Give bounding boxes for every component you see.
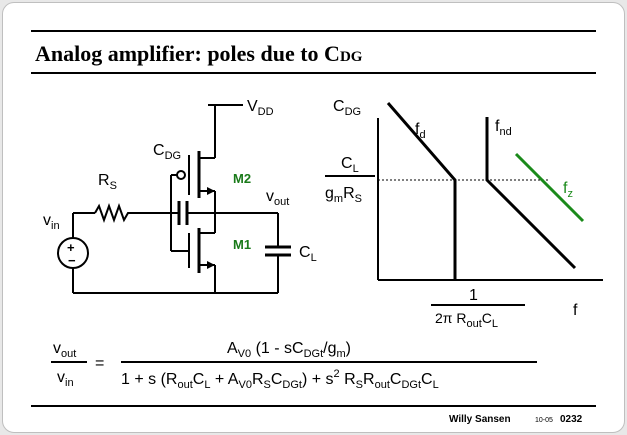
formula-numerator: AV0 (1 - sCDGt/gm)	[227, 340, 351, 360]
fd-label: fd	[415, 121, 426, 141]
vin-label: vin	[43, 212, 60, 232]
level-denominator: gmRS	[325, 185, 362, 205]
rs-label: RS	[98, 172, 117, 192]
nmos-transistor-m1	[188, 228, 215, 273]
formula-lhs-denominator: vin	[57, 369, 74, 389]
slide-canvas: Analog amplifier: poles due to CDG VDD C…	[31, 30, 603, 425]
m1-label: M1	[233, 237, 251, 252]
pmos-transistor-m2	[176, 151, 215, 198]
formula-denominator: 1 + s (RoutCL + AV0RSCDGt) + s2 RSRoutCD…	[121, 368, 439, 391]
level-numerator: CL	[341, 155, 359, 175]
fz-label: fz	[563, 180, 573, 200]
plot-x-axis-label: f	[573, 302, 578, 319]
footer-slide-number: 0232	[560, 414, 583, 425]
transfer-function: vout vin = AV0 (1 - sCDGt/gm) 1 + s (Rou…	[51, 340, 537, 391]
pole-numerator: 1	[469, 287, 478, 304]
fnd-label: fnd	[495, 118, 512, 138]
formula-equals: =	[95, 355, 104, 372]
circuit: VDD CDG M2 vout M1	[43, 98, 317, 294]
fnd-curve	[485, 117, 577, 270]
footer-author: Willy Sansen	[449, 414, 511, 425]
m2-arrow-icon	[207, 187, 215, 195]
formula-lhs-numerator: vout	[53, 340, 76, 360]
cl-label: CL	[299, 244, 317, 264]
pole-denominator: 2π RoutCL	[435, 310, 498, 330]
source-minus: −	[68, 253, 76, 268]
footer-date: 10-05	[535, 417, 553, 424]
cdg-label: CDG	[153, 142, 181, 162]
m1-arrow-icon	[207, 261, 215, 269]
fz-curve	[514, 152, 585, 223]
frequency-plot: CDG f fd fnd fz CL gmRS 1 2π RoutCL	[325, 98, 603, 330]
plot-y-axis-label: CDG	[333, 98, 361, 118]
m2-label: M2	[233, 171, 251, 186]
vdd-label: VDD	[247, 98, 274, 118]
slide-title: Analog amplifier: poles due to CDG	[35, 41, 363, 66]
source-plus: +	[67, 240, 75, 255]
fd-curve	[386, 102, 457, 280]
vout-label: vout	[266, 188, 289, 208]
rs-resistor	[94, 203, 133, 223]
